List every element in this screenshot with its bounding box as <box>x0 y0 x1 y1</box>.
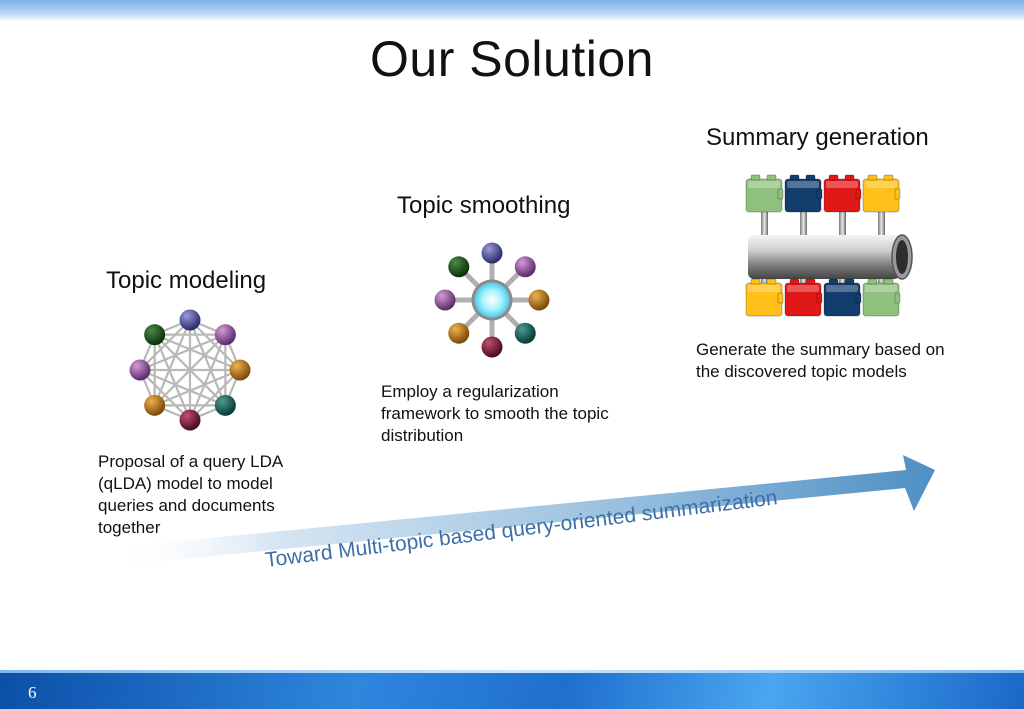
rod <box>839 210 846 238</box>
rod <box>878 276 885 288</box>
description-line: Employ a regularization <box>381 382 559 401</box>
description-line: Proposal of a query LDA <box>98 452 284 471</box>
graph-node <box>179 309 201 331</box>
graph-node <box>214 394 236 416</box>
slide-number: 6 <box>28 683 37 702</box>
summary-generation-description: Generate the summary based on the discov… <box>696 339 945 383</box>
rod <box>800 210 807 238</box>
block <box>823 278 862 317</box>
description-line: framework to smooth the topic <box>381 404 609 423</box>
description-line: (qLDA) model to model <box>98 474 273 493</box>
progress-arrow: Toward Multi-topic based query-oriented … <box>108 455 935 572</box>
slide-title: Our Solution <box>370 31 654 87</box>
pipe <box>748 235 900 279</box>
bottom-decor-band <box>0 670 1024 709</box>
description-line: queries and documents <box>98 496 275 515</box>
arrow-shape <box>108 455 935 566</box>
blocks-on-pipe-icon <box>745 174 913 317</box>
graph-node <box>129 359 151 381</box>
spoke-node <box>448 256 470 278</box>
graph-node <box>144 394 166 416</box>
topic-smoothing-description: Employ a regularization framework to smo… <box>381 381 609 447</box>
spoke-node <box>434 289 456 311</box>
spoke-node <box>528 289 550 311</box>
block <box>784 174 823 213</box>
spoke-node <box>481 336 503 358</box>
spoke-node <box>481 242 503 264</box>
rod <box>761 276 768 288</box>
block <box>745 174 784 213</box>
graph-node <box>229 359 251 381</box>
block <box>823 174 862 213</box>
block <box>784 278 823 317</box>
block <box>745 278 784 317</box>
description-line: the discovered topic models <box>696 362 907 381</box>
hub-and-spoke-icon <box>434 242 550 358</box>
spoke-node <box>514 256 536 278</box>
rod <box>800 276 807 288</box>
graph-node <box>144 324 166 346</box>
topic-smoothing-heading: Topic smoothing <box>397 192 571 219</box>
graph-node <box>179 409 201 431</box>
topic-modeling-description: Proposal of a query LDA (qLDA) model to … <box>98 451 283 539</box>
rod <box>839 276 846 288</box>
top-decor-band <box>0 0 1024 22</box>
topic-modeling-heading: Topic modeling <box>106 267 267 294</box>
pipe-opening <box>896 240 908 274</box>
spoke-node <box>448 322 470 344</box>
spoke-node <box>514 322 536 344</box>
rod <box>878 210 885 238</box>
description-line: Generate the summary based on <box>696 340 945 359</box>
rod <box>761 210 768 238</box>
block <box>862 278 901 317</box>
block <box>862 174 901 213</box>
graph-node <box>214 324 236 346</box>
hub-node <box>471 279 513 321</box>
summary-generation-heading: Summary generation <box>706 124 929 151</box>
fully-connected-graph-icon <box>129 309 251 431</box>
description-line: together <box>98 518 161 537</box>
description-line: distribution <box>381 426 464 445</box>
